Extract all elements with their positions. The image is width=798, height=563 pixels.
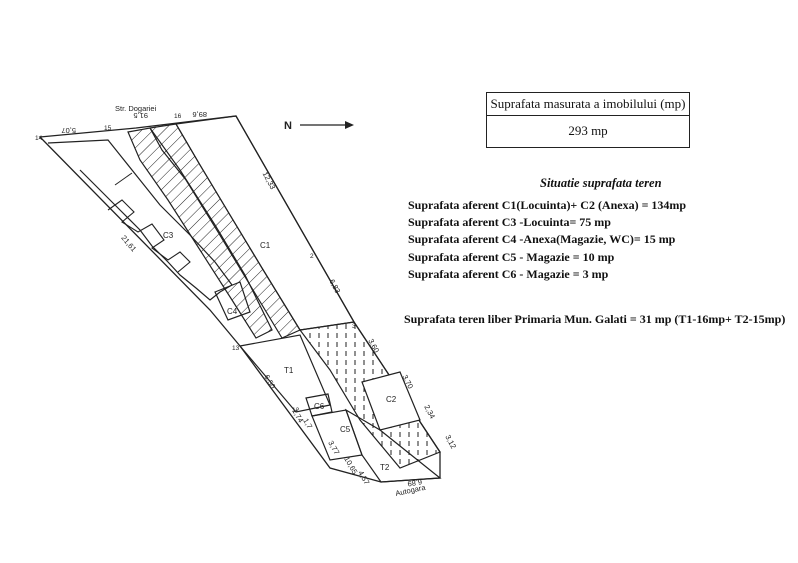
- building-c3-steps: [107, 199, 191, 273]
- street-top-label: Str. Dogariei: [115, 104, 157, 113]
- situation-line: Suprafata aferent C5 - Magazie = 10 mp: [408, 249, 615, 264]
- label-c2: C2: [386, 395, 397, 404]
- dim-label: 21,61: [119, 233, 138, 253]
- situation-title: Situatie suprafata teren: [540, 176, 662, 190]
- situation-line: Suprafata aferent C1(Locuinta)+ C2 (Anex…: [408, 198, 687, 212]
- dim-label: 3,12: [443, 433, 458, 450]
- dim-label: 6,83: [327, 278, 342, 295]
- hatched-passage: [127, 127, 273, 339]
- label-c3: C3: [163, 231, 174, 240]
- label-c6: C6: [314, 402, 325, 411]
- point-label: 12: [292, 407, 300, 414]
- point-label: 2: [310, 253, 314, 260]
- summary-header: Suprafata masurata a imobilului (mp): [487, 93, 689, 116]
- label-c4: C4: [227, 307, 238, 316]
- situation-line: Suprafata aferent C6 - Magazie = 3 mp: [408, 266, 609, 281]
- label-t1: T1: [284, 366, 294, 375]
- building-c3-outline: [47, 139, 233, 301]
- dim-label: 4,57: [356, 469, 371, 486]
- building-c1: [175, 115, 355, 331]
- label-c1: C1: [260, 241, 271, 250]
- dim-label: 3,77: [326, 439, 341, 456]
- situation-line: Suprafata aferent C3 -Locuinta= 75 mp: [408, 215, 611, 230]
- area-t2: [344, 408, 442, 483]
- point-label: 15: [104, 125, 112, 132]
- point-label: 14: [35, 135, 43, 142]
- point-label: 13: [232, 345, 240, 352]
- building-c4: [214, 281, 251, 321]
- summary-table: Suprafata masurata a imobilului (mp) 293…: [486, 92, 690, 148]
- free-land-text: Suprafata teren liber Primaria Mun. Gala…: [404, 312, 786, 326]
- dim-label: 2,34: [422, 403, 437, 420]
- dim-label: 6,89: [407, 477, 423, 488]
- point-label: 16: [174, 113, 182, 120]
- dim-label: 89,6: [192, 110, 207, 119]
- situation-list: Suprafata aferent C1(Locuinta)+ C2 (Anex…: [408, 197, 686, 283]
- point-label: 3: [352, 323, 356, 330]
- dim-label: 5,07: [61, 126, 76, 135]
- summary-value: 293 mp: [568, 123, 608, 138]
- dim-label: 91,5: [133, 111, 148, 120]
- north-arrow-icon: [300, 121, 354, 129]
- building-c2: [361, 371, 421, 431]
- label-t2: T2: [380, 463, 390, 472]
- north-label: N: [284, 120, 292, 132]
- label-c5: C5: [340, 425, 351, 434]
- situation-line: Suprafata aferent C4 -Anexa(Magazie, WC)…: [408, 232, 676, 247]
- dim-label: 12,33: [261, 170, 278, 191]
